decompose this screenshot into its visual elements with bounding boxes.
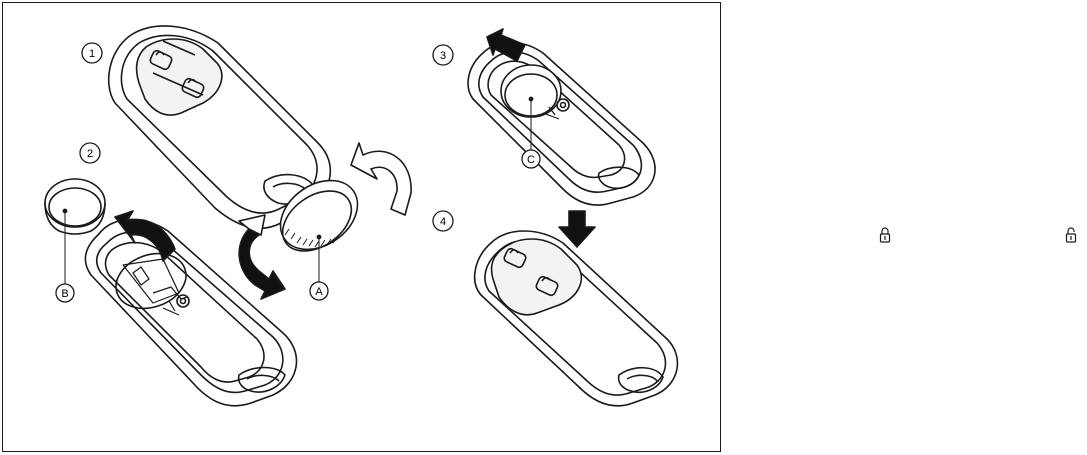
svg-text:4: 4 (440, 216, 446, 228)
step-marker-1: 1 (82, 43, 102, 63)
key-fob-step2 (85, 219, 296, 405)
key-fob-step3 (468, 43, 655, 206)
rotate-arrow-outline (351, 143, 411, 215)
press-arrow-step4 (559, 211, 595, 247)
svg-text:C: C (527, 154, 535, 166)
lock-icon (879, 226, 891, 244)
svg-text:B: B (61, 288, 68, 300)
diagram-frame: 1 2 3 4 A B C (2, 2, 721, 452)
unlock-icon (1065, 226, 1077, 244)
rotate-arrow-solid-lower (239, 229, 285, 299)
battery-replacement-illustration: 1 2 3 4 A B C (3, 3, 722, 453)
step-marker-4: 4 (433, 211, 453, 231)
battery-b (45, 179, 105, 234)
svg-text:A: A (315, 286, 323, 298)
step-marker-2: 2 (80, 143, 100, 163)
key-fob-step4 (475, 231, 678, 406)
svg-text:3: 3 (440, 50, 446, 62)
svg-text:1: 1 (89, 48, 95, 60)
callout-c: C (522, 150, 540, 168)
step-marker-3: 3 (433, 45, 453, 65)
svg-text:2: 2 (87, 148, 93, 160)
callout-b: B (56, 284, 74, 302)
callout-a: A (310, 282, 328, 300)
